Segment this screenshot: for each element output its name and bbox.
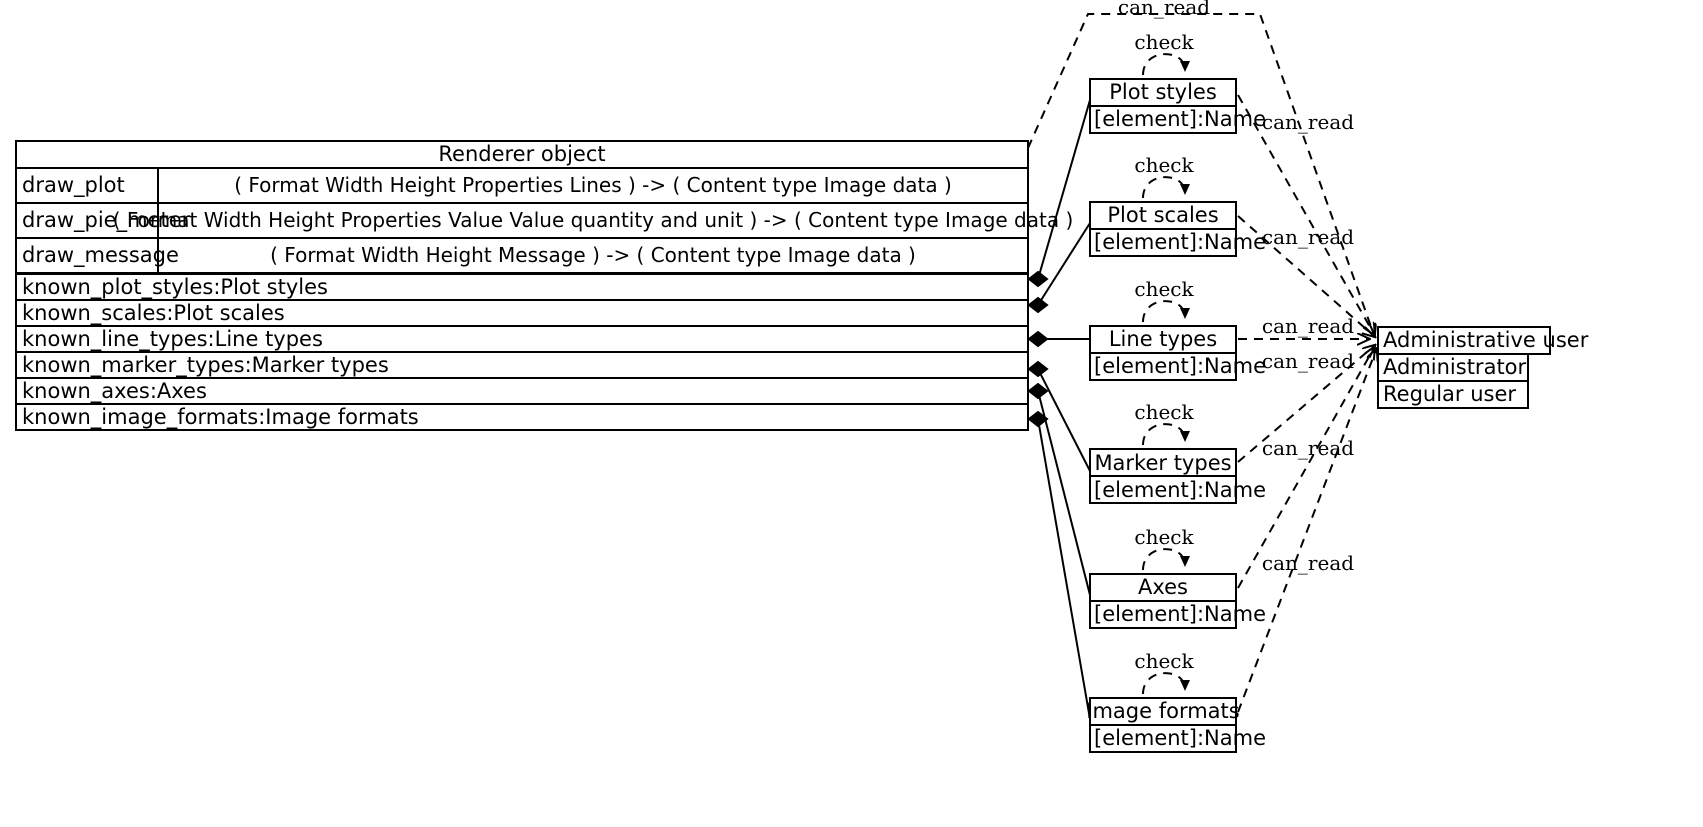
composition-diamond-image-formats xyxy=(1027,410,1049,428)
enum-title-cell-4 xyxy=(1089,573,1237,602)
enum-title-cell-2 xyxy=(1089,325,1237,354)
composition-edge-image-formats xyxy=(1037,418,1091,720)
attr-2: known_line_types:Line types xyxy=(22,327,323,352)
enum-title-cell-0 xyxy=(1089,78,1237,107)
enum-member-3: [element]:Name xyxy=(1094,478,1266,502)
can-read-label-0: can_read xyxy=(1262,110,1354,134)
enum-member-1: [element]:Name xyxy=(1094,230,1266,254)
self-check-label-0: check xyxy=(1134,30,1194,54)
enum-title-0: Plot styles xyxy=(1109,80,1217,104)
can-read-edge-renderer xyxy=(1027,13,1374,335)
op-sig-cell-2 xyxy=(157,237,1029,274)
enum-title-cell-3 xyxy=(1089,448,1237,477)
enum-member-cell-2 xyxy=(1089,352,1237,381)
attr-5: known_image_formats:Image formats xyxy=(22,405,419,430)
can-read-edge-plot-styles xyxy=(1237,94,1374,334)
self-check-label-2: check xyxy=(1134,277,1194,301)
actor-title: Administrative user xyxy=(1383,328,1589,352)
enum-plot-scales[interactable]: Plot scales [element]:Name check xyxy=(1089,153,1266,257)
enum-title-5: Image formats xyxy=(1086,699,1239,723)
enum-title-4: Axes xyxy=(1138,575,1188,599)
op-name-2: draw_message xyxy=(22,243,179,268)
enum-marker-types[interactable]: Marker types [element]:Name check xyxy=(1089,400,1266,504)
self-check-arrow-1 xyxy=(1142,176,1190,199)
attr-3: known_marker_types:Marker types xyxy=(22,353,389,378)
enum-title-3: Marker types xyxy=(1094,451,1231,475)
enum-image-formats[interactable]: Image formats [element]:Name check xyxy=(1086,649,1266,753)
op-signature-2: ( Format Width Height Message ) -> ( Con… xyxy=(270,243,916,267)
enum-member-5: [element]:Name xyxy=(1094,726,1266,750)
composition-diamond-plot-styles xyxy=(1027,270,1049,288)
self-check-arrow-5 xyxy=(1142,672,1190,695)
enum-member-4: [element]:Name xyxy=(1094,602,1266,626)
self-check-label-5: check xyxy=(1134,649,1194,673)
actor-role-1: Regular user xyxy=(1383,382,1516,406)
composition-edges xyxy=(1027,99,1091,720)
enum-title-2: Line types xyxy=(1109,327,1217,351)
op-name-0: draw_plot xyxy=(22,173,125,198)
attr-4: known_axes:Axes xyxy=(22,379,207,404)
op-name-1: draw_pie_meter xyxy=(22,208,191,233)
attr-cell-4 xyxy=(15,377,1029,405)
enum-member-cell-1 xyxy=(1089,228,1237,257)
self-check-arrow-0 xyxy=(1142,53,1190,76)
can-read-label-3: can_read xyxy=(1262,436,1354,460)
composition-diamond-marker-types xyxy=(1027,360,1049,378)
attr-1: known_scales:Plot scales xyxy=(22,301,285,326)
attr-cell-2 xyxy=(15,325,1029,353)
renderer-object-class[interactable]: Renderer object draw_plot ( Format Width… xyxy=(15,140,1074,431)
self-check-arrow-2 xyxy=(1142,300,1190,323)
composition-edge-axes xyxy=(1037,390,1091,596)
enum-member-cell-4 xyxy=(1089,600,1237,629)
attr-cell-1 xyxy=(15,299,1029,327)
enum-title-1: Plot scales xyxy=(1107,203,1218,227)
composition-diamond-plot-scales xyxy=(1027,296,1049,314)
self-check-arrow-4 xyxy=(1142,548,1190,571)
enum-axes[interactable]: Axes [element]:Name check xyxy=(1089,525,1266,629)
composition-diamond-axes xyxy=(1027,382,1049,400)
op-signature-1: ( Format Width Height Properties Value V… xyxy=(113,208,1074,232)
actor-role-0: Administrator xyxy=(1383,355,1527,379)
enum-member-cell-3 xyxy=(1089,475,1237,504)
enum-member-cell-0 xyxy=(1089,105,1237,134)
can-read-edge-axes xyxy=(1237,348,1374,589)
enum-member-2: [element]:Name xyxy=(1094,354,1266,378)
attr-cell-5 xyxy=(15,403,1029,431)
can-read-label-5: can_read xyxy=(1262,349,1354,373)
attr-0: known_plot_styles:Plot styles xyxy=(22,275,328,300)
actor-role-cell-1 xyxy=(1377,380,1529,409)
can-read-label-2: can_read xyxy=(1262,314,1354,338)
can-read-edge-plot-scales xyxy=(1237,215,1374,336)
can-read-label-top: can_read xyxy=(1118,0,1210,19)
administrative-user-class[interactable]: Administrative user Administrator Regula… xyxy=(1377,326,1589,409)
attr-cell-0 xyxy=(15,273,1029,301)
self-check-label-4: check xyxy=(1134,525,1194,549)
self-check-arrow-3 xyxy=(1142,423,1190,446)
self-check-label-1: check xyxy=(1134,153,1194,177)
renderer-title-cell xyxy=(15,140,1029,169)
can-read-edge-marker-types xyxy=(1237,346,1374,463)
enum-member-0: [element]:Name xyxy=(1094,107,1266,131)
composition-diamond-line-types xyxy=(1027,330,1049,348)
enum-plot-styles[interactable]: Plot styles [element]:Name check xyxy=(1089,30,1266,134)
self-check-label-3: check xyxy=(1134,400,1194,424)
composition-edge-plot-styles xyxy=(1037,99,1091,280)
can-read-edges: can_read can_read can_read can_read can_… xyxy=(1027,0,1376,713)
can-read-label-4: can_read xyxy=(1262,551,1354,575)
enum-member-cell-5 xyxy=(1089,724,1237,753)
can-read-label-1: can_read xyxy=(1262,225,1354,249)
actor-role-cell-0 xyxy=(1377,353,1529,382)
renderer-title: Renderer object xyxy=(438,142,605,166)
composition-edge-marker-types xyxy=(1037,368,1091,472)
composition-edge-plot-scales xyxy=(1037,222,1091,306)
enum-line-types[interactable]: Line types [element]:Name check xyxy=(1089,277,1266,381)
op-signature-0: ( Format Width Height Properties Lines )… xyxy=(234,173,952,197)
can-read-edge-image-formats xyxy=(1237,350,1376,713)
